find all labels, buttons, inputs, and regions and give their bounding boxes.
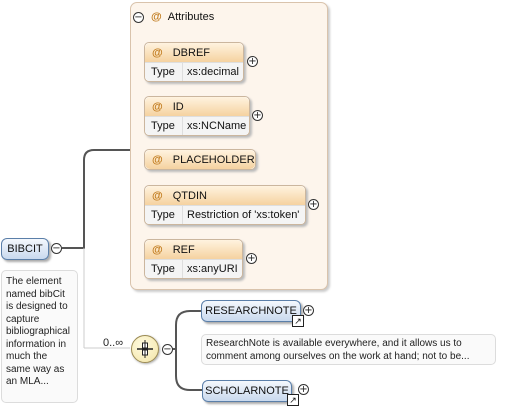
reference-link-icon[interactable]: ↗ (292, 315, 304, 327)
expand-icon[interactable]: + (246, 253, 257, 264)
occurrence-label: 0..∞ (103, 337, 124, 349)
sequence-compositor[interactable] (131, 335, 159, 363)
attribute-name: ID (172, 100, 184, 113)
expand-icon[interactable]: + (298, 384, 309, 395)
sequence-icon (137, 340, 153, 358)
at-icon: @ (152, 100, 163, 113)
attribute-placeholder[interactable]: @ PLACEHOLDER (144, 149, 256, 170)
attribute-id[interactable]: @ ID Type xs:NCName (144, 96, 250, 136)
element-scholarnote[interactable]: SCHOLARNOTE (202, 380, 292, 402)
element-name: SCHOLARNOTE (205, 385, 289, 397)
at-icon: @ (152, 243, 163, 256)
type-label: Type (151, 263, 175, 275)
researchnote-documentation: ResearchNote is available everywhere, an… (201, 334, 496, 365)
type-label: Type (151, 66, 175, 78)
expand-icon[interactable]: + (308, 199, 319, 210)
element-name: RESEARCHNOTE (205, 305, 297, 317)
element-name: BIBCIT (7, 243, 43, 255)
at-icon: @ (151, 11, 162, 23)
documentation-text: ResearchNote is available everywhere, an… (206, 338, 470, 362)
collapse-icon[interactable]: − (51, 243, 62, 254)
element-bibcit[interactable]: BIBCIT (1, 238, 49, 260)
attribute-ref[interactable]: @ REF Type xs:anyURI (144, 239, 243, 279)
attribute-name: QTDIN (172, 189, 207, 202)
type-value: Restriction of 'xs:token' (182, 206, 299, 224)
at-icon: @ (152, 189, 163, 202)
attribute-name: PLACEHOLDER (172, 153, 255, 166)
at-icon: @ (152, 153, 163, 166)
attribute-qtdin[interactable]: @ QTDIN Type Restriction of 'xs:token' (144, 185, 306, 225)
type-value: xs:NCName (182, 117, 246, 135)
type-value: xs:decimal (182, 63, 239, 81)
bibcit-documentation: The element named bibCit is designed to … (1, 270, 78, 403)
attributes-label: Attributes (167, 11, 215, 23)
attributes-group-header: − @ Attributes (133, 9, 214, 25)
documentation-text: The element named bibCit is designed to … (6, 276, 70, 387)
type-label: Type (151, 209, 175, 221)
attribute-name: DBREF (172, 46, 211, 59)
collapse-icon[interactable]: − (133, 11, 144, 23)
expand-icon[interactable]: + (303, 305, 314, 316)
type-label: Type (151, 120, 175, 132)
at-icon: @ (152, 46, 163, 59)
attribute-dbref[interactable]: @ DBREF Type xs:decimal (144, 42, 244, 82)
expand-icon[interactable]: + (247, 56, 258, 67)
collapse-icon[interactable]: − (162, 344, 173, 355)
type-value: xs:anyURI (182, 260, 238, 278)
expand-icon[interactable]: + (252, 110, 263, 121)
reference-link-icon[interactable]: ↗ (287, 394, 299, 406)
element-researchnote[interactable]: RESEARCHNOTE (201, 300, 301, 322)
attribute-name: REF (172, 243, 195, 256)
